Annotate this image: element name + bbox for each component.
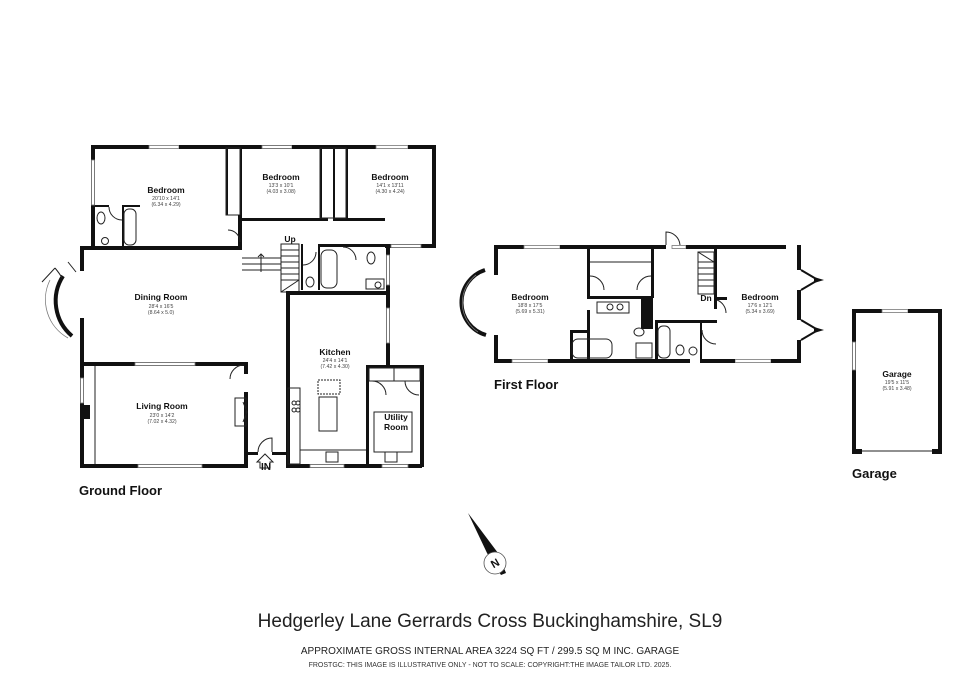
svg-text:Bedroom: Bedroom [741,292,779,302]
utility-room-label: Utility [384,412,408,422]
svg-text:(4.03 x 3.08): (4.03 x 3.08) [266,189,295,195]
property-address: Hedgerley Lane Gerrards Cross Buckingham… [257,611,723,632]
svg-text:28'4 x 16'5: 28'4 x 16'5 [149,304,174,310]
entrance-marker: IN [261,462,271,473]
room-kitchen: Kitchen 24'4 x 14'1 (7.42 x 4.30) [319,347,350,370]
svg-text:Dining Room: Dining Room [135,292,188,302]
room-garage: Garage 19'5 x 11'5 (5.91 x 3.48) [882,369,912,392]
gross-internal-area: APPROXIMATE GROSS INTERNAL AREA 3224 SQ … [300,646,680,657]
svg-text:19'5 x 11'5: 19'5 x 11'5 [885,380,909,386]
svg-text:Bedroom: Bedroom [262,172,300,182]
room-dining: Dining Room 28'4 x 16'5 (8.64 x 5.0) [135,292,188,316]
svg-text:23'0 x 14'2: 23'0 x 14'2 [150,413,175,419]
svg-text:(5.69 x 5.31): (5.69 x 5.31) [515,309,544,315]
room-bedroom-3: Bedroom 14'1 x 13'11 (4.30 x 4.24) [371,172,409,195]
room-bedroom-2: Bedroom 13'3 x 10'1 (4.03 x 3.08) [262,172,300,195]
room-bedroom-1: Bedroom 20'10 x 14'1 (6.34 x 4.29) [147,185,185,208]
svg-text:Bedroom: Bedroom [147,185,185,195]
stairs-up-marker: Up [284,234,295,244]
room-first-bedroom-2: Bedroom 17'6 x 12'1 (5.34 x 3.69) [741,292,779,315]
svg-text:Bedroom: Bedroom [371,172,409,182]
svg-text:(7.02 x 4.32): (7.02 x 4.32) [147,419,176,425]
utility-room-label-2: Room [384,422,409,432]
svg-text:18'8 x 17'5: 18'8 x 17'5 [518,303,543,309]
svg-text:17'6 x 12'1: 17'6 x 12'1 [748,303,773,309]
svg-text:20'10 x 14'1: 20'10 x 14'1 [152,196,180,202]
svg-text:(7.42 x 4.30): (7.42 x 4.30) [320,364,349,370]
svg-text:Living Room: Living Room [136,401,188,411]
north-compass: N [468,513,507,575]
svg-text:(5.91 x 3.48): (5.91 x 3.48) [882,386,911,392]
garage-label: Garage [852,466,897,481]
first-floor-plan: Dn Bedroom 18'8 x 17'5 (5.69 x 5.31) Bed… [459,231,824,363]
ground-floor-label: Ground Floor [79,483,163,498]
stairs-down-marker: Dn [700,293,711,303]
svg-text:Garage: Garage [882,369,912,379]
svg-text:Bedroom: Bedroom [511,292,549,302]
svg-text:24'4 x 14'1: 24'4 x 14'1 [323,358,348,364]
disclaimer: FROSTGC: THIS IMAGE IS ILLUSTRATIVE ONLY… [308,662,672,669]
svg-text:(5.34 x 3.69): (5.34 x 3.69) [745,309,774,315]
svg-text:14'1 x 13'11: 14'1 x 13'11 [376,183,403,189]
room-first-bedroom-1: Bedroom 18'8 x 17'5 (5.69 x 5.31) [511,292,549,315]
garage-plan: Garage 19'5 x 11'5 (5.91 x 3.48) [852,309,942,454]
svg-text:13'3 x 10'1: 13'3 x 10'1 [269,183,294,189]
svg-text:(4.30 x 4.24): (4.30 x 4.24) [375,189,404,195]
room-living: Living Room 23'0 x 14'2 (7.02 x 4.32) [136,401,188,425]
svg-text:Kitchen: Kitchen [319,347,350,357]
svg-text:(8.64 x 5.0): (8.64 x 5.0) [148,310,175,316]
ground-floor-plan: IN Utility Room Up Bedroom 20'10 x 14'1 … [41,145,436,473]
first-floor-label: First Floor [494,377,559,392]
svg-text:(6.34 x 4.29): (6.34 x 4.29) [151,202,180,208]
